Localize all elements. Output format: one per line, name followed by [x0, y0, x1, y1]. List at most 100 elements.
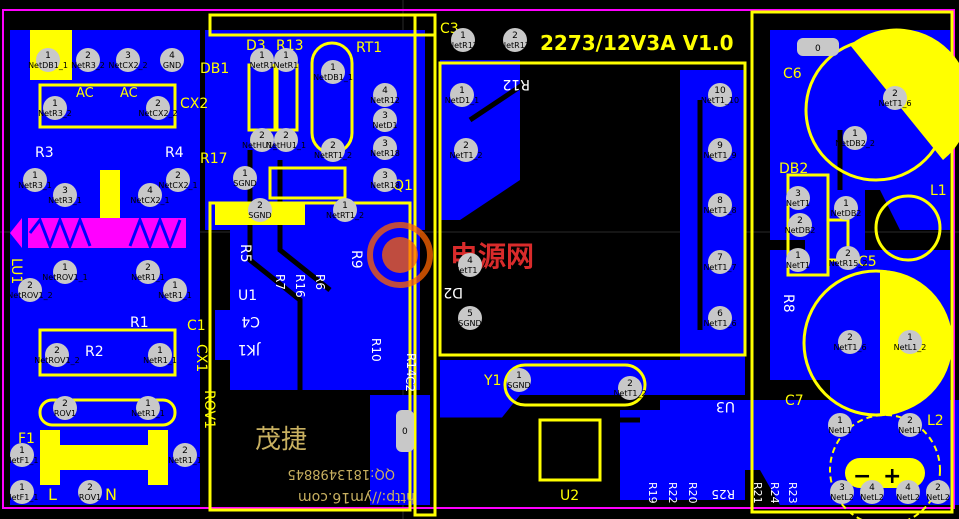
pad-number: 2 — [935, 483, 941, 493]
pad-number: 2 — [627, 379, 633, 389]
pad-circle — [896, 480, 920, 504]
pad-net: NetCX2_2 — [138, 109, 177, 118]
pad-net: NetR1 — [274, 61, 299, 70]
pad-net: NetF1_1 — [6, 493, 39, 502]
pad-number: 4 — [467, 256, 473, 266]
signature: 茂捷 — [255, 425, 307, 455]
pad-number: 1 — [19, 483, 25, 493]
pad-number: 2 — [62, 399, 68, 409]
label-r3: R3 — [35, 145, 54, 161]
pad-net: NetD1_1 — [445, 96, 479, 105]
pad-net: NetT1_6 — [878, 99, 911, 108]
pad-number: 3 — [382, 111, 388, 121]
pad-number: 1 — [837, 416, 843, 426]
pad-circle — [146, 96, 170, 120]
pad-net: NetR1 — [250, 61, 275, 70]
pad-circle — [250, 48, 274, 72]
pad-circle — [10, 480, 34, 504]
pad-net: SGND — [233, 179, 256, 188]
label-r8: R8 — [780, 294, 796, 313]
label-r2: R2 — [85, 344, 104, 360]
pad-circle — [786, 248, 810, 272]
pad-circle — [373, 168, 397, 192]
label-r25: R25 — [711, 487, 735, 501]
pad-net: NetROV1_2 — [7, 291, 52, 300]
pad-number: 2 — [259, 131, 265, 141]
label-l: L — [48, 485, 57, 504]
pad-net: NetDB1_1 — [313, 73, 353, 82]
zero-pads: 0 0 — [396, 38, 839, 452]
pad-circle — [883, 86, 907, 110]
pad-circle — [53, 260, 77, 284]
pad-circle — [45, 343, 69, 367]
pad-number: 2 — [892, 89, 898, 99]
label-r24: R24 — [768, 482, 781, 504]
pad-number: 5 — [467, 309, 473, 319]
pad-net: ROV1 — [54, 409, 76, 418]
pad-number: 2 — [54, 346, 60, 356]
pad-net: NetR1_1 — [158, 291, 192, 300]
pad-circle — [708, 83, 732, 107]
pad-number: 2 — [330, 141, 336, 151]
label-d2: D2 — [443, 284, 463, 300]
pad-circle — [838, 330, 862, 354]
label-rov1: ROV1 — [201, 390, 217, 429]
pad-net: NetL1_2 — [894, 343, 927, 352]
pad-net: GND — [163, 61, 181, 70]
pad-net: NetT1_6 — [833, 343, 866, 352]
zero-pad-label: 0 — [402, 427, 408, 437]
pad-number: 1 — [459, 86, 465, 96]
label-jk1: JK1 — [238, 341, 261, 357]
pad-net: NetF1_1 — [6, 456, 39, 465]
pad-number: 3 — [125, 51, 131, 61]
pad-circle — [860, 480, 884, 504]
label-r5: R5 — [237, 244, 253, 263]
label-cx1: CX1 — [193, 344, 209, 372]
pad-number: 1 — [330, 63, 336, 73]
pad-number: 6 — [717, 309, 723, 319]
label-ac2: AC — [120, 86, 138, 101]
pad-circle — [148, 343, 172, 367]
pad-circle — [10, 443, 34, 467]
pad-circle — [233, 166, 257, 190]
pad-circle — [898, 413, 922, 437]
pad-net: NetR1_1 — [168, 456, 202, 465]
pad-circle — [274, 128, 298, 152]
pad-circle — [160, 48, 184, 72]
pad-number: 7 — [717, 253, 723, 263]
label-c5: C5 — [858, 254, 877, 270]
pad-circle — [708, 250, 732, 274]
pad-circle — [138, 183, 162, 207]
trace-cuts — [247, 77, 843, 423]
pad-circle — [618, 376, 642, 400]
pad-net: NetR1_1 — [143, 356, 177, 365]
label-r21: R21 — [751, 482, 764, 504]
label-lu1: LU1 — [8, 258, 24, 284]
label-cx2: CX2 — [180, 96, 208, 112]
pad-circle — [788, 213, 812, 237]
pad-circle — [373, 108, 397, 132]
pad-number: 1 — [52, 99, 58, 109]
label-c1: C1 — [187, 318, 206, 334]
pad-number: 1 — [259, 51, 265, 61]
pad-circle — [23, 168, 47, 192]
pad-net: NetT1 — [786, 261, 810, 270]
pad-net: ROV1 — [79, 493, 101, 502]
label-r1: R1 — [130, 315, 149, 331]
